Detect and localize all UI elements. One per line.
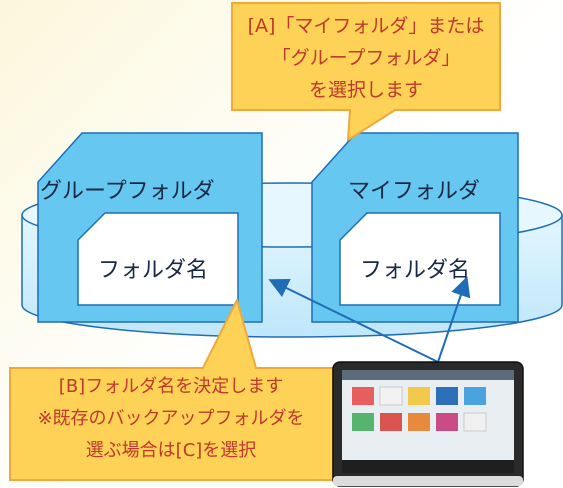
- callout-a: [A]「マイフォルダ」または 「グループフォルダ」 を選択します: [231, 2, 501, 142]
- callout-a-line-2: 「グループフォルダ」: [272, 47, 461, 69]
- callout-b-line-3: 選ぶ場合は[C]を選択: [86, 440, 257, 461]
- callout-a-line-3: を選択します: [309, 79, 423, 101]
- group-folder[interactable]: グループフォルダ フォルダ名: [37, 132, 263, 323]
- group-folder-title: グループフォルダ: [40, 179, 215, 204]
- group-folder-name-label: フォルダ名: [98, 258, 208, 283]
- arrow-to-group-name: [268, 279, 439, 363]
- callout-a-line-1: [A]「マイフォルダ」または: [248, 15, 485, 37]
- callout-b: [B]フォルダ名を決定します ※既存のバックアップフォルダを 選ぶ場合は[C]を…: [9, 297, 334, 481]
- callout-b-line-1: [B]フォルダ名を決定します: [59, 376, 283, 397]
- tablet-device-icon: [332, 361, 524, 487]
- my-folder-title: マイフォルダ: [348, 179, 480, 204]
- my-folder[interactable]: マイフォルダ フォルダ名: [311, 132, 519, 323]
- callout-b-line-2: ※既存のバックアップフォルダを: [37, 408, 304, 429]
- my-folder-name-label: フォルダ名: [360, 258, 470, 283]
- arrow-to-my-name: [437, 276, 471, 363]
- group-folder-name-box[interactable]: [77, 212, 239, 306]
